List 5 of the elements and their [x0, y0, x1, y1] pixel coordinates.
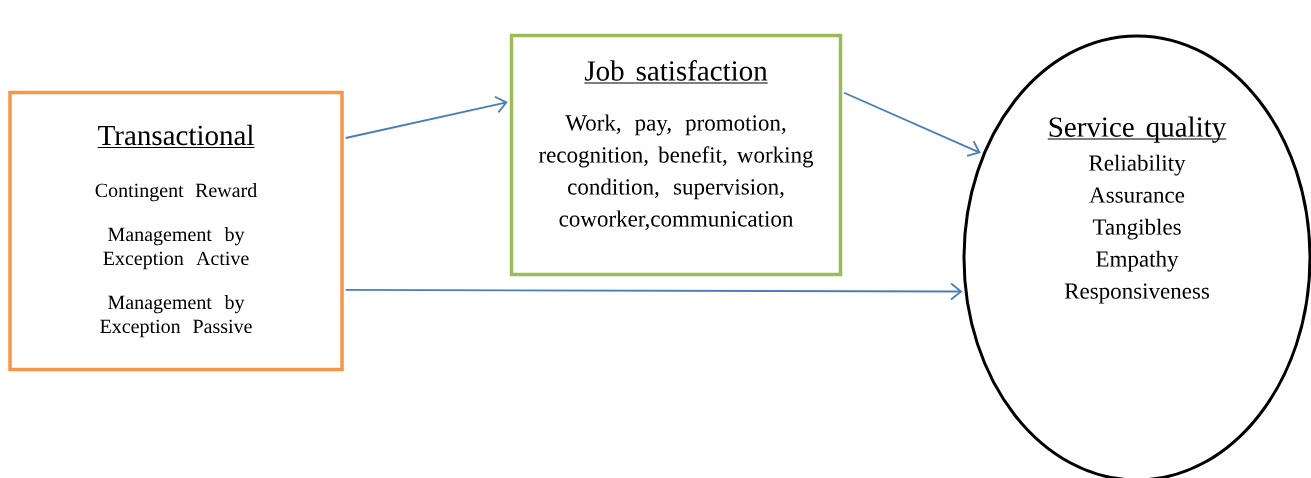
box: Transactional Contingent Reward Management by Exception Active Management by Exception Passive	[8, 90, 344, 372]
box: Job satisfaction Work, pay, promotion, recognition, benefit, working condition, supervision, coworker,communication	[509, 33, 843, 277]
arrow	[344, 282, 963, 301]
arrow	[344, 95, 508, 139]
arrow	[843, 91, 981, 157]
